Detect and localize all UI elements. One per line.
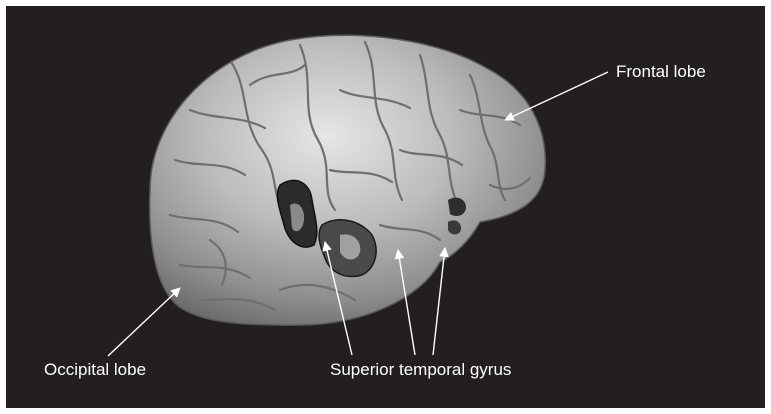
arrow-occipital-lobe bbox=[108, 288, 180, 356]
brain-surface bbox=[150, 35, 546, 325]
superior-temporal-gyrus-label: Superior temporal gyrus bbox=[330, 360, 511, 380]
occipital-lobe-label: Occipital lobe bbox=[44, 360, 146, 380]
frontal-lobe-label: Frontal lobe bbox=[616, 62, 706, 82]
